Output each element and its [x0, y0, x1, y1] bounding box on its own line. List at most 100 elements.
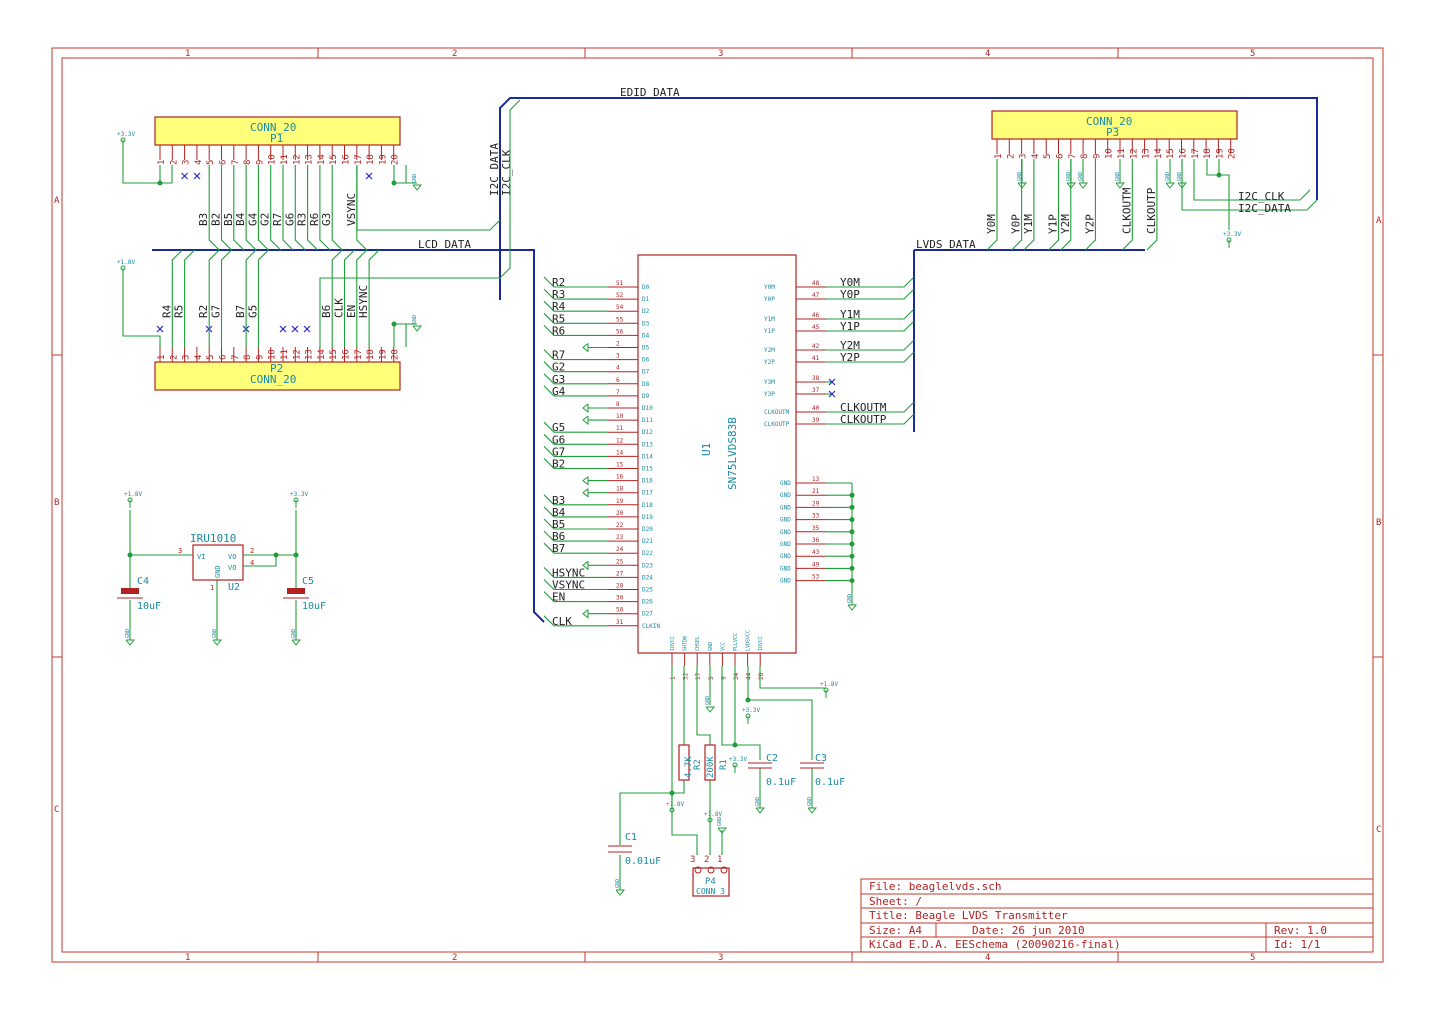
- u1-pin-name: CLKIN: [642, 623, 660, 630]
- pin-number: 5: [1043, 154, 1053, 159]
- u1-net-label: G4: [552, 385, 566, 398]
- u2-pinnum-3: 3: [178, 547, 182, 555]
- u1-pin-number: 4: [616, 365, 620, 372]
- u1-net-label: Y2P: [840, 351, 860, 364]
- u1-pin-number: 17: [695, 672, 702, 680]
- p3-net-label: Y0M: [985, 214, 998, 234]
- u1-net-label: Y0M: [840, 276, 860, 289]
- power-label: +3.3V: [290, 491, 308, 498]
- power-label: +3.3V: [729, 756, 747, 763]
- u1-net-label: VSYNC: [552, 579, 585, 592]
- u1-pin-name: D25: [642, 587, 653, 594]
- gnd-label: GND: [1115, 172, 1121, 181]
- p2-net-label: CLK: [333, 298, 346, 318]
- pin-number: 8: [243, 160, 253, 165]
- u1-pin-number: 5: [708, 676, 715, 680]
- u1-pin-name: D20: [642, 526, 653, 533]
- u1-pin-number: 28: [616, 583, 624, 590]
- p2-net-label: B7: [234, 305, 247, 318]
- p3-net-label: Y1M: [1022, 214, 1035, 234]
- p4-ref: P4: [705, 877, 716, 887]
- p2-net-label: R4: [160, 304, 173, 318]
- tb-date: Date: 26 jun 2010: [972, 924, 1085, 937]
- u1-pin-number: 34: [733, 672, 740, 680]
- pin-number: 15: [1166, 148, 1176, 159]
- col-marker-bottom: 5: [1250, 953, 1255, 963]
- u1-pin-name: D14: [642, 453, 653, 460]
- p3-net-label: Y0P: [1010, 214, 1023, 234]
- u2-ref: U2: [228, 582, 240, 593]
- u1-net-label: G6: [552, 433, 565, 446]
- p1-net-label: R3: [296, 213, 309, 226]
- bus-lines: [152, 97, 1318, 623]
- u1-pin-number: 31: [616, 619, 624, 626]
- u1-pin-number: 52: [616, 292, 624, 299]
- net-label-i2c-clk: I2C_CLK: [500, 149, 513, 196]
- u1-pin-number: 14: [616, 449, 624, 456]
- tb-rev: Rev: 1.0: [1274, 924, 1327, 937]
- c2-ref: C2: [766, 753, 778, 764]
- p1-net-label: VSYNC: [345, 193, 358, 226]
- u1-pin-name: GND: [780, 553, 791, 560]
- u2-pinnum-4: 4: [250, 559, 254, 567]
- col-marker-top: 5: [1250, 49, 1255, 59]
- pin-number: 9: [1092, 154, 1102, 159]
- u2-pin-vi: VI: [197, 553, 205, 561]
- title-block: File: beaglelvds.sch Sheet: / Title: Bea…: [860, 878, 1374, 953]
- gnd-label: GND: [412, 315, 418, 324]
- u1-pin-name: PLLVCC: [733, 633, 739, 651]
- c5-value: 10uF: [302, 601, 326, 612]
- tb-id: Id: 1/1: [1274, 938, 1320, 951]
- u1-pin-number: 48: [812, 280, 820, 287]
- u1-pin-number: 25: [616, 558, 624, 565]
- u1-pin-name: D9: [642, 393, 650, 400]
- gnd-label: GND: [717, 817, 723, 826]
- power-label: +1.8V: [704, 811, 722, 818]
- col-marker-top: 2: [452, 49, 457, 59]
- tb-title: Title: Beagle LVDS Transmitter: [869, 909, 1068, 922]
- pin-number: 6: [1056, 154, 1066, 159]
- pin-number: 10: [268, 154, 278, 165]
- pin-number: 12: [292, 154, 302, 165]
- u1-value: SN75LVDS83B: [726, 417, 739, 490]
- pin-number: 11: [1117, 148, 1127, 159]
- u1-pin-name: Y1M: [764, 316, 775, 323]
- pin-number: 7: [231, 355, 241, 360]
- u1-net-label: R5: [552, 312, 565, 325]
- u1-ref: U1: [700, 443, 713, 456]
- p3-net-label: Y2M: [1059, 214, 1072, 234]
- u1-pin-name: IOVCC: [758, 636, 764, 651]
- r2-ref: R2: [693, 759, 703, 770]
- pin-number: 16: [342, 154, 352, 165]
- u1-pin-number: 33: [812, 513, 820, 520]
- p3-right-label: I2C_DATA: [1238, 202, 1291, 215]
- u1-pin-number: 45: [812, 324, 820, 331]
- u1-pin-name: D3: [642, 320, 650, 327]
- u1-pin-number: 53: [812, 574, 820, 581]
- u1-pin-name: D1: [642, 296, 650, 303]
- u1-pin-number: 43: [812, 549, 820, 556]
- u2-pin-vo1: VO: [228, 553, 236, 561]
- row-marker-right: B: [1376, 518, 1381, 528]
- row-marker-left: A: [54, 196, 60, 206]
- u1-pin-name: D22: [642, 550, 653, 557]
- pin-number: 11: [280, 349, 290, 360]
- u1-pin-name: D8: [642, 381, 650, 388]
- pin-number: 10: [268, 349, 278, 360]
- u1-left-pins: 51D0R252D1R354D2R455D3R556D4R62D53D6R74D…: [543, 276, 660, 630]
- tb-sheet: Sheet: /: [869, 895, 922, 908]
- u1-pin-name: Y0P: [764, 296, 775, 303]
- pin-number: 14: [1154, 148, 1164, 159]
- p2-ref: P2: [270, 362, 283, 375]
- u1-pin-number: 46: [812, 312, 820, 319]
- pin-number: 6: [219, 160, 229, 165]
- pin-number: 5: [206, 355, 216, 360]
- gnd-label: GND: [1165, 172, 1171, 181]
- u1-net-label: R2: [552, 276, 565, 289]
- u1-pin-number: 49: [812, 561, 820, 568]
- u1-net-label: B2: [552, 458, 565, 471]
- u1-pin-name: D0: [642, 284, 650, 291]
- u1-pin-number: 7: [616, 389, 620, 396]
